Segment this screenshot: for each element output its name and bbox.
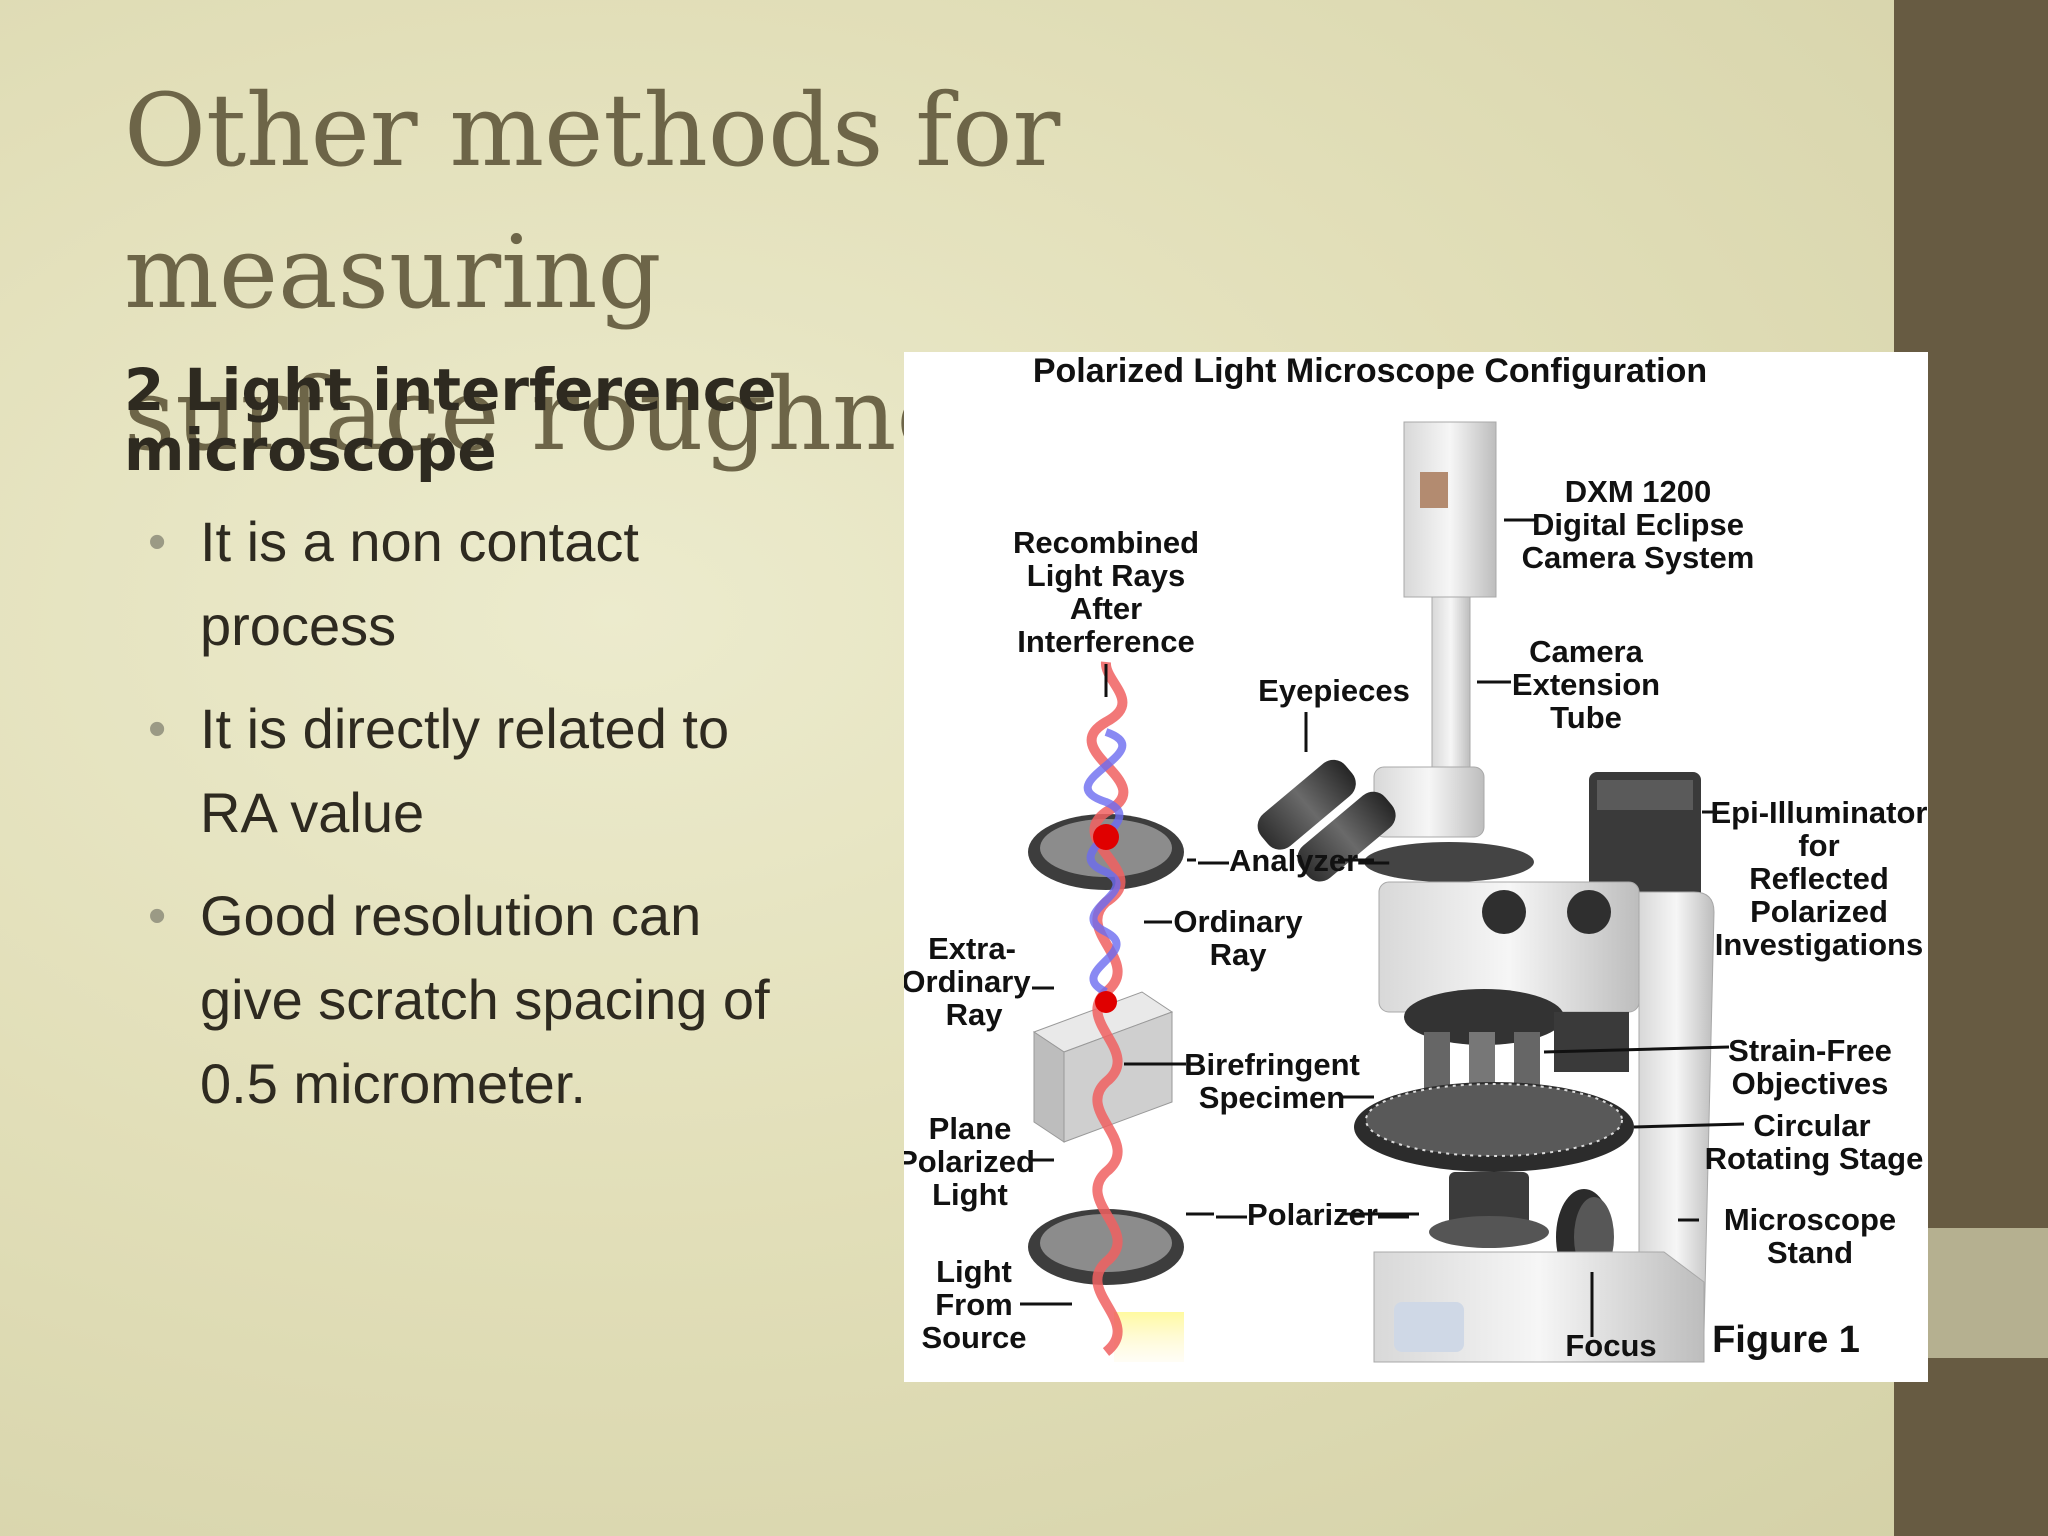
label-microscope-stand: Stand — [1767, 1235, 1853, 1270]
subheading-line: 2 Light interference — [124, 356, 777, 424]
optical-path-illustration — [1028, 661, 1184, 1362]
specimen-block-side — [1033, 1031, 1065, 1143]
label-extraordinary-ray: Ordinary — [904, 964, 1031, 999]
label-epi-illuminator: Investigations — [1715, 927, 1923, 962]
label-ordinary-ray: Ray — [1210, 937, 1268, 972]
body-knob — [1482, 890, 1526, 934]
label-epi-illuminator: Epi-Illuminator — [1711, 795, 1928, 830]
ray-dot — [1095, 991, 1117, 1013]
analyzer-ring — [1364, 842, 1534, 882]
eyepiece-tube — [1257, 759, 1356, 850]
bullet-item: • It is a non contact process — [124, 500, 884, 668]
condenser-ring — [1429, 1216, 1549, 1248]
label-polarizer: —Polarizer— — [1216, 1197, 1409, 1232]
label-camera-extension: Tube — [1550, 700, 1622, 735]
label-recombined: After — [1070, 591, 1142, 626]
camera-body — [1403, 421, 1497, 598]
label-circular-stage: Rotating Stage — [1705, 1141, 1924, 1176]
subheading: 2 Light interference microscope — [124, 360, 884, 480]
bullet-item: • Good resolution can give scratch spaci… — [124, 874, 884, 1126]
label-dxm: DXM 1200 — [1565, 474, 1711, 509]
ray-dot — [1093, 824, 1119, 850]
bullet-line: give scratch spacing of — [200, 968, 770, 1031]
bullet-dot-icon: • — [148, 700, 167, 758]
label-plane-polarized: Plane — [929, 1111, 1012, 1146]
label-epi-illuminator: for — [1798, 828, 1839, 863]
arm-dark-panel — [1554, 1012, 1629, 1072]
microscope-figure: Polarized Light Microscope Configuration — [904, 352, 1928, 1382]
label-extraordinary-ray: Extra- — [928, 931, 1016, 966]
label-extraordinary-ray: Ray — [946, 997, 1004, 1032]
label-camera-extension: Camera — [1529, 634, 1643, 669]
camera-extension-tube — [1431, 596, 1471, 768]
microscope-illustration — [1257, 421, 1715, 1363]
bullet-dot-icon: • — [148, 513, 167, 571]
bullet-line: It is directly related to — [200, 697, 730, 760]
bullet-dot-icon: • — [148, 887, 167, 945]
specimen-block-front — [1063, 1011, 1173, 1143]
slide-title: Other methods for measuring surface roug… — [124, 60, 1624, 486]
stage-top — [1366, 1084, 1622, 1156]
label-camera-extension: Extension — [1512, 667, 1660, 702]
slide-title-line: surface roughness — [124, 356, 1059, 473]
label-strain-free: Objectives — [1732, 1066, 1889, 1101]
label-dxm: Camera System — [1522, 540, 1755, 575]
base-light-window — [1394, 1302, 1464, 1352]
bullet-line: process — [200, 594, 397, 657]
bullet-line: RA value — [200, 781, 425, 844]
label-light-source: Source — [921, 1320, 1026, 1355]
label-recombined: Interference — [1017, 624, 1194, 659]
label-ordinary-ray: Ordinary — [1173, 904, 1303, 939]
label-epi-illuminator: Reflected — [1749, 861, 1889, 896]
stage-scale — [1365, 1083, 1623, 1157]
microscope-diagram: Polarized Light Microscope Configuration — [904, 352, 1928, 1363]
bullet-list: • It is a non contact process • It is di… — [124, 500, 884, 1126]
label-recombined: Light Rays — [1027, 558, 1185, 593]
polarizer-disc-glass — [1040, 1214, 1172, 1272]
figure-labels: DXM 1200 Digital Eclipse Camera System R… — [904, 474, 1928, 1363]
epi-illuminator-top — [1597, 780, 1693, 810]
label-light-source: From — [935, 1287, 1013, 1322]
label-analyzer: —Analyzer— — [1198, 843, 1389, 878]
bullet-line: Good resolution can — [200, 884, 702, 947]
figure-title: Polarized Light Microscope Configuration — [1033, 352, 1707, 390]
bullet-line: It is a non contact — [200, 510, 639, 573]
label-dxm: Digital Eclipse — [1532, 507, 1744, 542]
bullet-item: • It is directly related to RA value — [124, 687, 884, 855]
label-light-source: Light — [936, 1254, 1012, 1289]
ordinary-ray-wave — [1086, 661, 1129, 1356]
label-focus: Focus — [1565, 1328, 1656, 1363]
label-plane-polarized: Polarized — [904, 1144, 1035, 1179]
slide-content: 2 Light interference microscope • It is … — [124, 360, 884, 1145]
light-source-glow — [1114, 1312, 1184, 1362]
figure-caption: Figure 1 — [1712, 1319, 1860, 1361]
label-strain-free: Strain-Free — [1728, 1033, 1892, 1068]
subheading-line: microscope — [124, 416, 497, 484]
extraordinary-ray-wave — [1083, 728, 1127, 996]
label-epi-illuminator: Polarized — [1750, 894, 1888, 929]
camera-badge — [1420, 472, 1448, 508]
label-eyepieces: Eyepieces — [1258, 673, 1410, 708]
eyepiece-tube — [1297, 791, 1396, 882]
label-recombined: Recombined — [1013, 525, 1199, 560]
body-knob — [1567, 890, 1611, 934]
label-microscope-stand: Microscope — [1724, 1202, 1896, 1237]
label-birefringent: Birefringent — [1184, 1047, 1360, 1082]
nosepiece — [1404, 989, 1564, 1045]
slide-title-line: Other methods for measuring — [124, 72, 1061, 331]
label-circular-stage: Circular — [1753, 1108, 1870, 1143]
label-plane-polarized: Light — [932, 1177, 1008, 1212]
leader-lines — [1020, 518, 1745, 1337]
microscope-arm — [1638, 891, 1715, 1333]
bullet-line: 0.5 micrometer. — [200, 1052, 586, 1115]
label-birefringent: Specimen — [1199, 1080, 1345, 1115]
